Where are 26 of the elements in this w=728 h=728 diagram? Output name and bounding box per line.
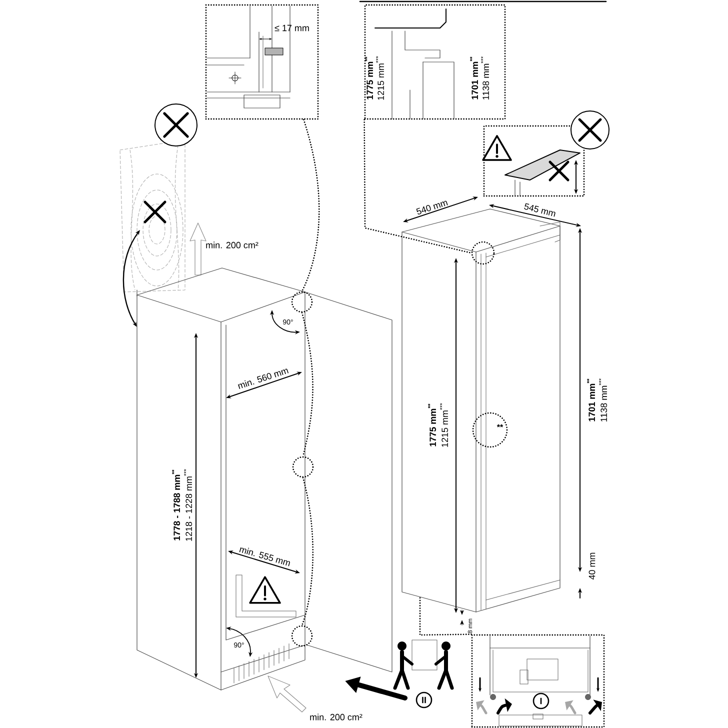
dimension-text: 1218 - 1228 mm$^{***}$ (184, 469, 192, 541)
dimension-text: 1775 mm$^{**}$ (365, 56, 374, 100)
dimension-text: min. 560 mm (238, 368, 289, 390)
dimension-text: 1701 mm$^{**}$ (587, 378, 596, 422)
dimension-text: 1701 mm$^{**}$ (470, 56, 478, 100)
leader-line (301, 477, 314, 626)
dimension-text: 1778 - 1788 mm$^{**}$ (172, 470, 180, 540)
detail-circle (471, 241, 495, 265)
leader-line (301, 312, 314, 457)
detail-circle (291, 625, 313, 647)
leader-line (301, 119, 320, 292)
dimension-text: 1138 mm$^{***}$ (481, 56, 490, 100)
dimension-text: 40 mm (588, 552, 596, 580)
dimension-text: 540 mm (416, 200, 448, 214)
dimension-text: min. 200 cm² (310, 714, 362, 720)
dimension-text: 1215 mm$^{***}$ (376, 56, 384, 100)
dimension-text: 1138 mm$^{***}$ (599, 378, 608, 422)
leader-line (364, 119, 472, 254)
detail-circle (292, 456, 314, 478)
detail-circle (291, 291, 313, 313)
leader-line (419, 596, 472, 636)
dimension-text: ≤ 17 mm (274, 24, 309, 32)
dimension-text: min. 555 mm (239, 547, 290, 566)
dimension-text: ** (496, 424, 504, 428)
dimension-text: min. 200 cm² (206, 242, 258, 248)
dimension-text: 1775 mm$^{**}$ (428, 404, 436, 446)
